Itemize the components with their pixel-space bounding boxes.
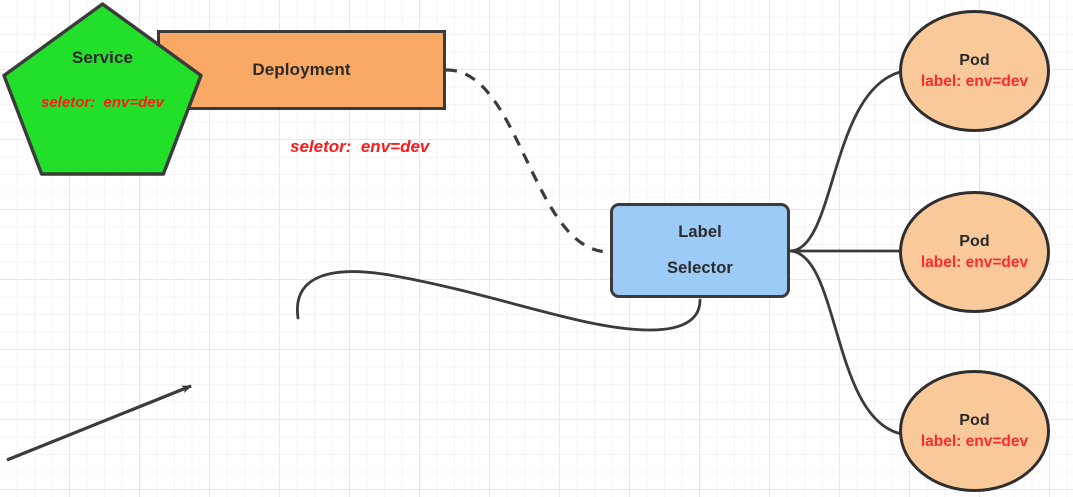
node-service-label: Service — [71, 48, 134, 67]
node-label-selector-line2: Selector — [667, 259, 733, 277]
node-label-selector-line1: Label — [678, 223, 722, 241]
edge-incoming-traffic-to-service — [6, 384, 192, 462]
deployment-selector-caption: seletor: env=dev — [290, 137, 430, 156]
edge-label-selector-to-pod-3 — [789, 249, 904, 436]
node-service-selector: seletor: env=dev — [41, 94, 164, 111]
node-pod-1-label: Pod — [959, 51, 990, 69]
edge-deployment-to-label-selector — [445, 68, 609, 254]
node-pod-1-selector: label: env=dev — [920, 72, 1029, 90]
edge-label-selector-to-pod-1 — [789, 70, 902, 253]
node-pod-2-selector: label: env=dev — [920, 253, 1029, 271]
pentagon-shape — [2, 2, 203, 176]
node-pod-3-selector: label: env=dev — [920, 432, 1029, 450]
edge-service-to-label-selector — [295, 270, 702, 332]
node-pod-2[interactable]: Pod label: env=dev — [899, 191, 1050, 313]
node-label-selector[interactable]: Label Selector — [610, 203, 790, 298]
node-deployment-label: Deployment — [252, 60, 351, 79]
node-pod-1[interactable]: Pod label: env=dev — [899, 10, 1050, 132]
node-pod-2-label: Pod — [959, 232, 990, 250]
node-pod-3-label: Pod — [959, 411, 990, 429]
node-service[interactable]: Service seletor: env=dev — [0, 0, 205, 178]
node-pod-3[interactable]: Pod label: env=dev — [899, 370, 1050, 492]
